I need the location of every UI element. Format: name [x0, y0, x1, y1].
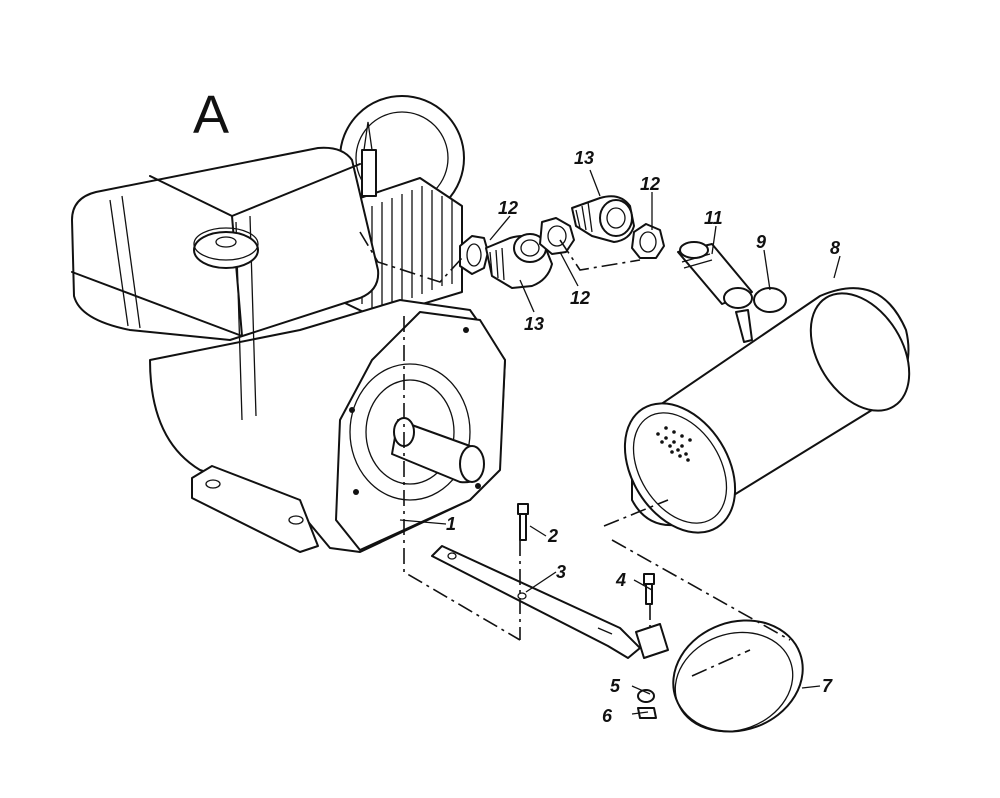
- callout-7: 7: [822, 676, 833, 696]
- nut-6: [637, 707, 657, 719]
- callout-13-top: 13: [574, 148, 594, 168]
- callout-9: 9: [756, 232, 766, 252]
- callout-3: 3: [556, 562, 566, 582]
- callout-12-mid: 12: [570, 288, 590, 308]
- pipe-11: [677, 241, 753, 309]
- muffler-vent-holes: [656, 426, 692, 462]
- washer-5: [637, 689, 655, 703]
- bracket-3: [431, 545, 641, 659]
- mounting-base: [191, 465, 319, 553]
- callout-8: 8: [830, 238, 840, 258]
- callout-12-left: 12: [498, 198, 518, 218]
- elbow-13-left: [485, 233, 553, 289]
- lock-nut-12-right: [631, 223, 665, 259]
- leader-lines: [399, 169, 841, 715]
- view-label: A: [193, 85, 229, 145]
- crankshaft: [391, 417, 485, 484]
- callout-12-right: 12: [640, 174, 660, 194]
- callout-2: 2: [547, 526, 558, 546]
- callout-1: 1: [446, 514, 456, 534]
- muffler-strap-7: [635, 619, 804, 733]
- callout-4: 4: [615, 570, 626, 590]
- engine: [71, 95, 506, 553]
- fuel-cap: [193, 227, 259, 269]
- muffler: [623, 287, 911, 534]
- callout-11: 11: [704, 208, 723, 228]
- callout-13-bottom: 13: [524, 314, 544, 334]
- lock-nut-12-mid: [539, 217, 575, 255]
- alignment-lines: [359, 231, 791, 677]
- spark-plug: [361, 121, 377, 197]
- lock-nut-12-left: [459, 235, 489, 275]
- callout-5: 5: [610, 676, 621, 696]
- bolt-2: [517, 503, 529, 541]
- callout-6: 6: [602, 706, 613, 726]
- elbow-13-right: [571, 195, 635, 243]
